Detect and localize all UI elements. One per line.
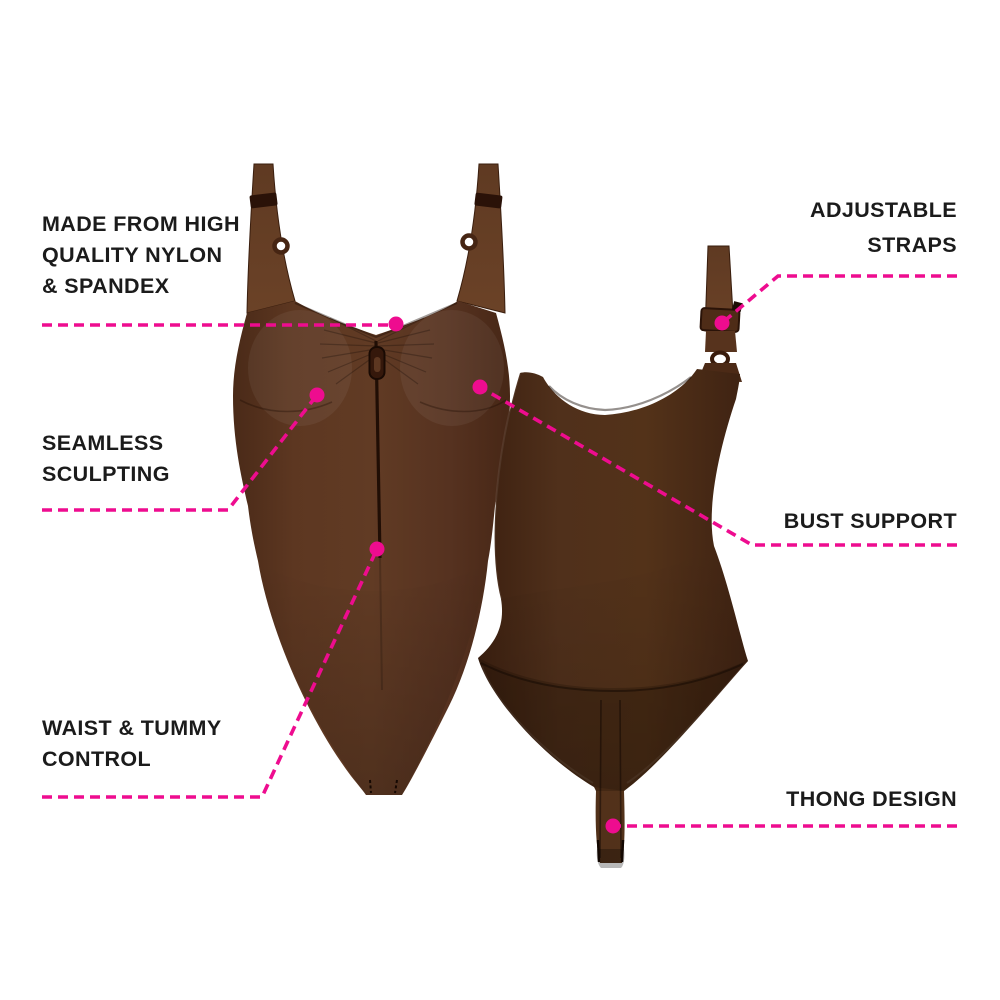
back-scoop-trim (548, 376, 692, 412)
callout-line-seamless-sculpting (42, 393, 319, 512)
front-neckline-trim (294, 302, 458, 339)
callout-anchor-dots (309, 315, 730, 834)
front-left-strap-ring (272, 237, 290, 255)
callout-label-bust-support: BUST SUPPORT (784, 506, 957, 537)
back-leg-opening-panel (478, 658, 746, 791)
callout-label-thong-design: THONG DESIGN (786, 784, 957, 815)
back-scoop-highlight (547, 372, 691, 407)
callout-label-seamless-sculpting: SEAMLESS SCULPTING (42, 428, 170, 490)
front-right-strap-ring (460, 233, 478, 251)
anchor-dot-material (388, 316, 404, 332)
thong-strip-seams (599, 699, 622, 859)
callout-line-text: SEAMLESS (42, 431, 164, 455)
thong-tip-stitches (596, 839, 625, 863)
thong-tip-shading (596, 849, 625, 868)
front-zipper-pull-slot (374, 357, 381, 372)
anchor-dot-adjustable-straps (714, 315, 730, 331)
front-right-undercup-seam (419, 399, 507, 413)
callout-line-text: CONTROL (42, 747, 152, 771)
back-leg-seam (480, 662, 744, 693)
anchor-dot-waist-tummy-control (369, 541, 385, 557)
callout-line-text: ADJUSTABLE (810, 198, 957, 222)
front-gusset-stitches (369, 779, 398, 794)
front-left-undercup-seam (239, 399, 333, 413)
back-lower-shading (478, 546, 748, 791)
front-right-cup-highlight (400, 310, 504, 426)
anchor-dot-thong-design (605, 818, 621, 834)
front-leg-shading (258, 561, 488, 795)
callout-label-adjustable-straps: ADJUSTABLE STRAPS (810, 193, 957, 263)
back-strap-lower (705, 331, 737, 352)
callout-label-waist-tummy-control: WAIST & TUMMY CONTROL (42, 713, 222, 775)
back-view-bodysuit (478, 245, 748, 868)
callout-line-text: MADE FROM HIGH (42, 212, 240, 236)
front-left-strap-adjuster (249, 192, 278, 209)
callout-line-text: STRAPS (867, 233, 957, 257)
front-left-strap (246, 163, 296, 314)
callout-line-text: WAIST & TUMMY (42, 716, 222, 740)
callout-line-text: & SPANDEX (42, 274, 170, 298)
callout-line-text: QUALITY NYLON (42, 243, 223, 267)
back-leg-edge-highlight (481, 665, 745, 784)
callout-line-text: THONG DESIGN (786, 787, 957, 811)
front-right-strap-adjuster (474, 192, 503, 209)
anchor-dot-seamless-sculpting (309, 387, 325, 403)
callout-label-material: MADE FROM HIGH QUALITY NYLON & SPANDEX (42, 209, 240, 302)
callout-line-adjustable-straps (720, 274, 957, 325)
callout-line-bust-support (479, 385, 957, 547)
front-left-cup-highlight (248, 310, 352, 426)
back-left-edge-highlight (493, 372, 521, 600)
callout-line-text: SCULPTING (42, 462, 170, 486)
front-center-crease (379, 557, 383, 691)
callout-line-text: BUST SUPPORT (783, 509, 957, 533)
callout-line-waist-tummy-control (42, 548, 379, 799)
front-view-bodysuit (233, 163, 510, 795)
callout-connectors (42, 274, 957, 828)
anchor-dot-bust-support (472, 379, 488, 395)
